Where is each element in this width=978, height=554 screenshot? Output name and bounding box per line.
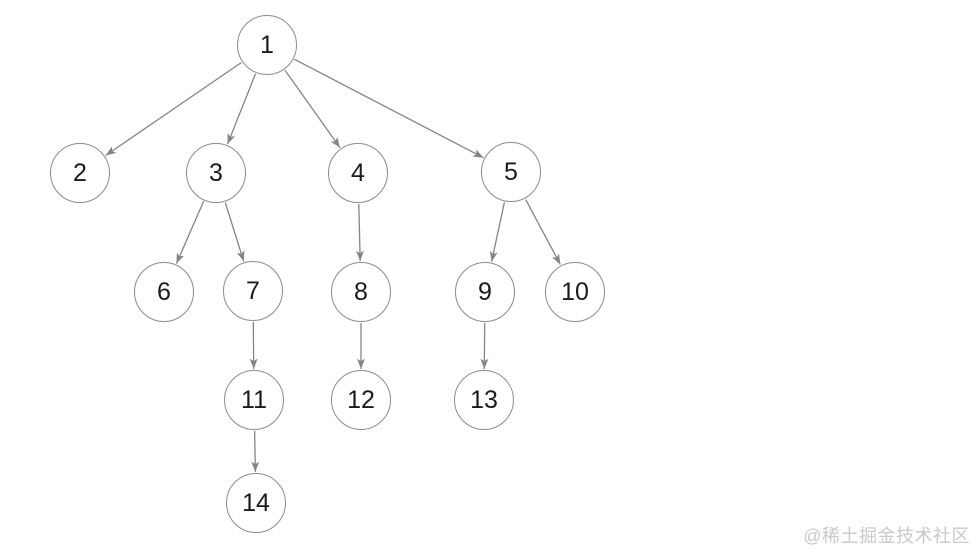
tree-edge-1-2: [105, 61, 242, 157]
watermark: @稀土掘金技术社区: [803, 526, 970, 546]
tree-edge-group: [105, 58, 561, 473]
tree-node-5: 5: [481, 142, 541, 202]
tree-edge-3-7: [224, 202, 245, 262]
tree-node-4: 4: [328, 143, 388, 203]
tree-node-11: 11: [224, 370, 284, 430]
tree-node-8: 8: [331, 262, 391, 322]
tree-node-2: 2: [50, 143, 110, 203]
tree-edge-4-8: [355, 203, 364, 262]
tree-edge-5-9: [489, 202, 506, 262]
tree-node-13: 13: [454, 370, 514, 430]
tree-node-9: 9: [455, 262, 515, 322]
tree-edge-5-10: [525, 199, 561, 265]
tree-node-14: 14: [226, 473, 286, 533]
tree-node-6: 6: [134, 262, 194, 322]
tree-edge-3-6: [175, 201, 205, 264]
tree-node-10: 10: [545, 262, 605, 322]
tree-edge-1-3: [226, 73, 257, 145]
tree-edge-11-14: [251, 430, 260, 473]
tree-node-1: 1: [237, 15, 297, 75]
tree-node-7: 7: [223, 261, 283, 321]
tree-edge-1-4: [284, 69, 341, 149]
tree-edge-1-5: [294, 58, 484, 159]
tree-node-12: 12: [331, 370, 391, 430]
tree-node-3: 3: [186, 143, 246, 203]
